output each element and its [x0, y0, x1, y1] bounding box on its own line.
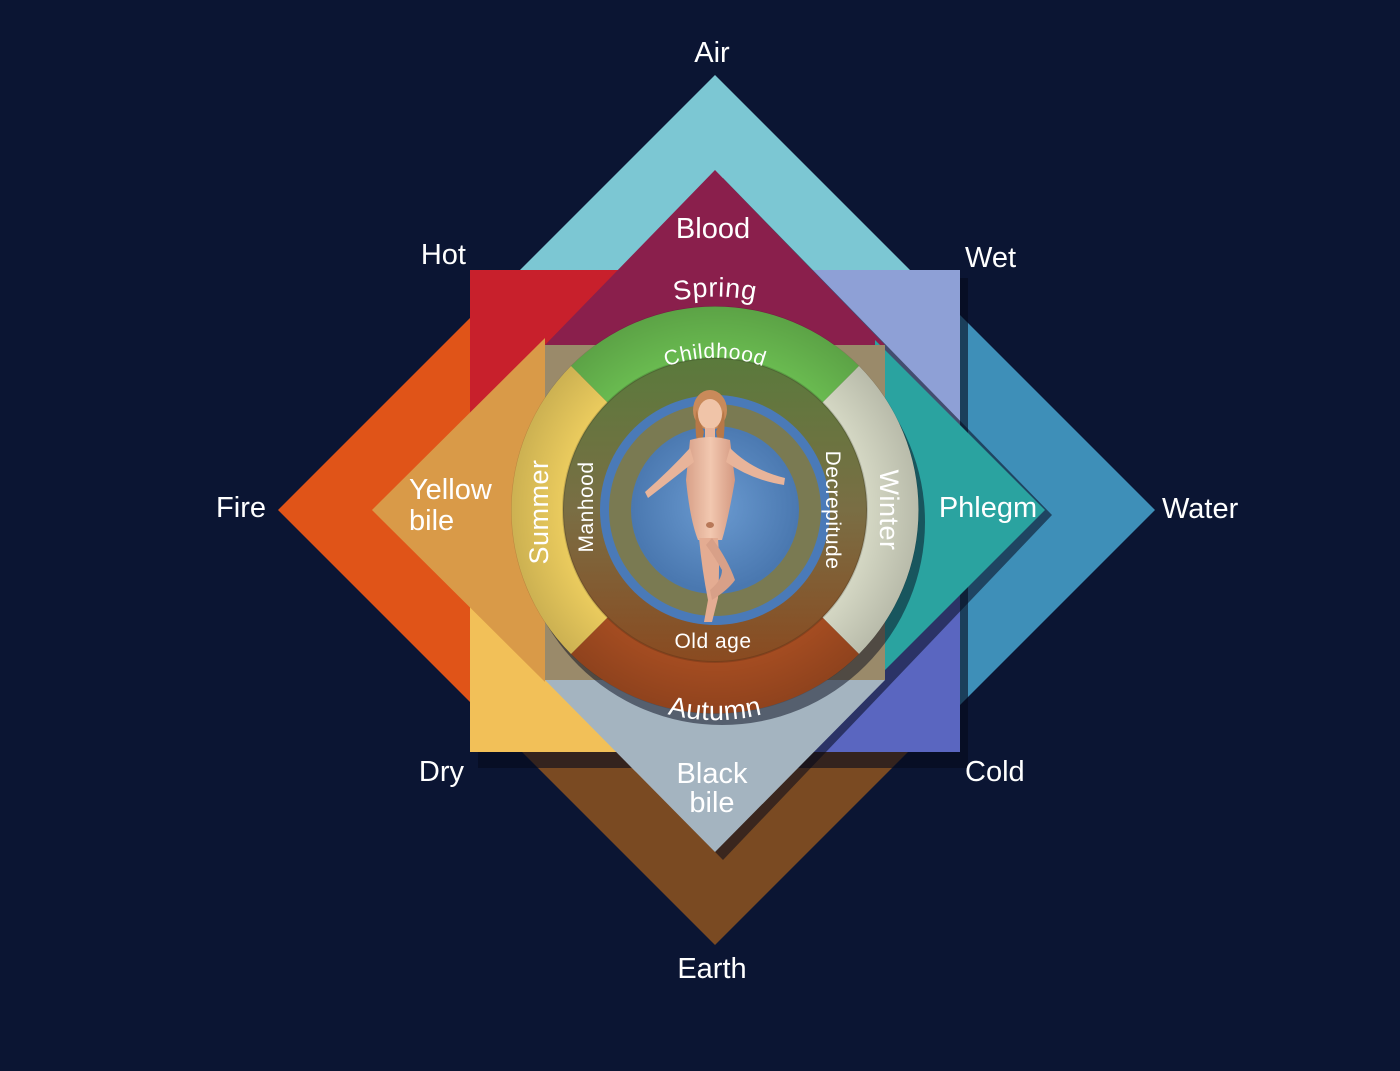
humour-yellow-bile-label-line1: Yellow	[409, 474, 493, 506]
yellow-bile-triangle	[372, 338, 545, 682]
element-water-label: Water	[1162, 493, 1239, 525]
age-decrepitude-label: Decrepitude	[821, 451, 844, 570]
humour-black-bile-label-line1: Black	[677, 758, 748, 790]
humour-yellow-bile-label-line2: bile	[409, 505, 454, 537]
phlegm-triangle	[875, 340, 1045, 680]
black-bile-triangle	[545, 680, 885, 852]
age-old-age-label: Old age	[674, 630, 751, 653]
age-manhood-label: Manhood	[575, 461, 598, 552]
season-autumn-label: Autumn	[666, 691, 764, 726]
humour-phlegm-label: Phlegm	[939, 492, 1037, 524]
season-summer-label: Summer	[524, 459, 554, 564]
element-fire-label: Fire	[216, 492, 266, 524]
human-figure	[645, 390, 785, 622]
humour-black-bile-label-line2: bile	[689, 787, 734, 819]
element-earth-label: Earth	[677, 953, 746, 985]
season-spring-label: Spring	[671, 273, 760, 307]
element-air-label: Air	[694, 37, 730, 69]
season-winter-label: Winter	[874, 469, 904, 550]
quality-hot-label: Hot	[421, 239, 466, 271]
quality-wet-label: Wet	[965, 242, 1016, 274]
humour-blood-label: Blood	[676, 213, 750, 245]
quality-cold-label: Cold	[965, 756, 1025, 788]
blood-triangle	[545, 170, 885, 345]
quality-dry-label: Dry	[419, 756, 465, 788]
water-triangle	[960, 315, 1155, 705]
